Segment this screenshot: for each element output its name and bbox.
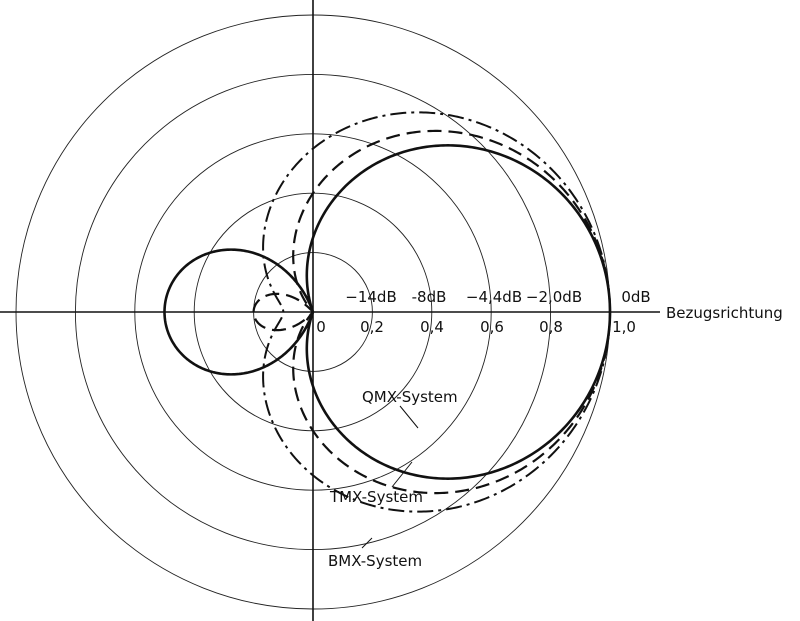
tick-label-1-0: 1,0 — [612, 318, 636, 336]
series-curve-tmx-system — [252, 129, 612, 495]
db-label-14db: −14dB — [345, 288, 396, 306]
leader-tmx — [391, 461, 413, 488]
series-label-tmx: TMX-System — [329, 488, 423, 506]
series-label-bmx: BMX-System — [328, 552, 422, 570]
series-curve-qmx-system — [262, 111, 612, 513]
series-curve-bmx-system — [163, 144, 612, 480]
db-label-2db: −2,0dB — [526, 288, 582, 306]
db-label-4db: −4,4dB — [466, 288, 522, 306]
series-curves — [163, 111, 612, 513]
tick-label-0-8: 0,8 — [539, 318, 563, 336]
tick-label-0-2: 0,2 — [360, 318, 384, 336]
leader-bmx — [361, 537, 373, 549]
axis-title: Bezugsrichtung — [666, 304, 783, 322]
labels: 0dB −2,0dB −4,4dB -8dB −14dB 0 0,2 0,4 0… — [316, 288, 783, 570]
db-label-8db: -8dB — [412, 288, 447, 306]
tick-label-0-4: 0,4 — [420, 318, 444, 336]
leader-qmx — [399, 405, 419, 429]
axes — [0, 0, 660, 621]
series-label-qmx: QMX-System — [362, 388, 458, 406]
db-label-0db: 0dB — [621, 288, 650, 306]
tick-label-0: 0 — [316, 318, 326, 336]
series-leader-lines — [361, 405, 419, 549]
tick-label-0-6: 0,6 — [480, 318, 504, 336]
